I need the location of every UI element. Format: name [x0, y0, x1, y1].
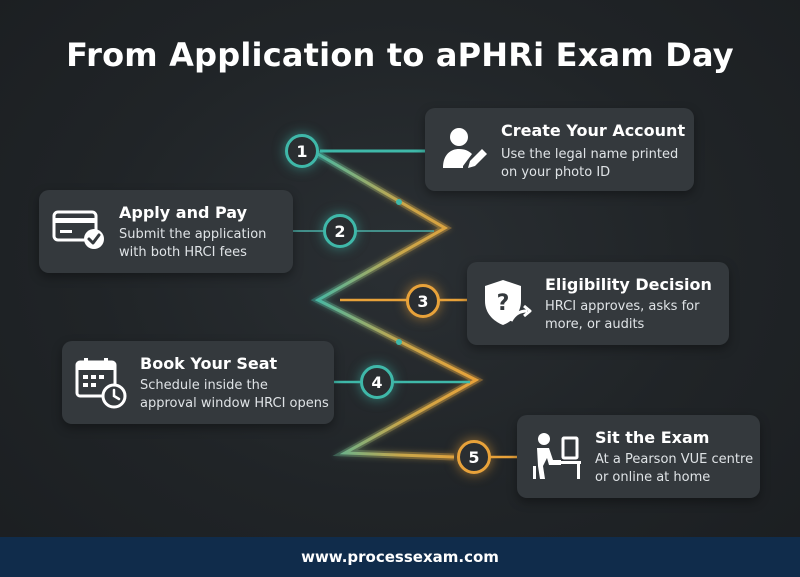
step-5-title: Sit the Exam: [595, 428, 710, 447]
person-at-computer-icon: [529, 430, 583, 488]
shield-question-icon: ?: [481, 277, 533, 335]
footer-website[interactable]: www.processexam.com: [0, 537, 800, 577]
step-5-card: Sit the Exam At a Pearson VUE centre or …: [517, 415, 760, 498]
step-1-badge: 1: [285, 134, 319, 168]
step-3-badge: 3: [406, 284, 440, 318]
path-node: [396, 199, 402, 205]
credit-card-check-icon: [51, 206, 107, 258]
step-4-desc-line2: approval window HRCI opens: [140, 396, 329, 411]
zigzag-glow: [309, 146, 484, 461]
step-2-badge: 2: [323, 214, 357, 248]
step-3-card: ? Eligibility Decision HRCI approves, as…: [467, 262, 729, 345]
path-node: [396, 339, 402, 345]
step-2-title: Apply and Pay: [119, 203, 248, 222]
step-1-desc-line1: Use the legal name printed: [501, 147, 679, 162]
step-4-desc-line1: Schedule inside the: [140, 378, 268, 393]
step-3-desc-line1: HRCI approves, asks for: [545, 299, 700, 314]
step-2-desc-line2: with both HRCI fees: [119, 245, 247, 260]
step-1-title: Create Your Account: [501, 121, 686, 140]
step-5-desc-line1: At a Pearson VUE centre: [595, 452, 754, 467]
step-4-badge: 4: [360, 365, 394, 399]
step-3-title: Eligibility Decision: [545, 275, 712, 294]
page-title: From Application to aPHRi Exam Day: [66, 36, 734, 74]
step-1-card: Create Your Account Use the legal name p…: [425, 108, 694, 191]
step-2-card: Apply and Pay Submit the application wit…: [39, 190, 293, 273]
step-5-desc-line2: or online at home: [595, 470, 711, 485]
step-2-desc-line1: Submit the application: [119, 227, 267, 242]
calendar-clock-icon: [74, 356, 128, 414]
step-1-desc-line2: on your photo ID: [501, 165, 611, 180]
svg-text:?: ?: [497, 291, 510, 316]
step-3-desc-line2: more, or audits: [545, 317, 645, 332]
user-edit-icon: [437, 122, 489, 178]
step-4-title: Book Your Seat: [140, 354, 278, 373]
step-5-badge: 5: [457, 440, 491, 474]
step-4-card: Book Your Seat Schedule inside the appro…: [62, 341, 334, 424]
